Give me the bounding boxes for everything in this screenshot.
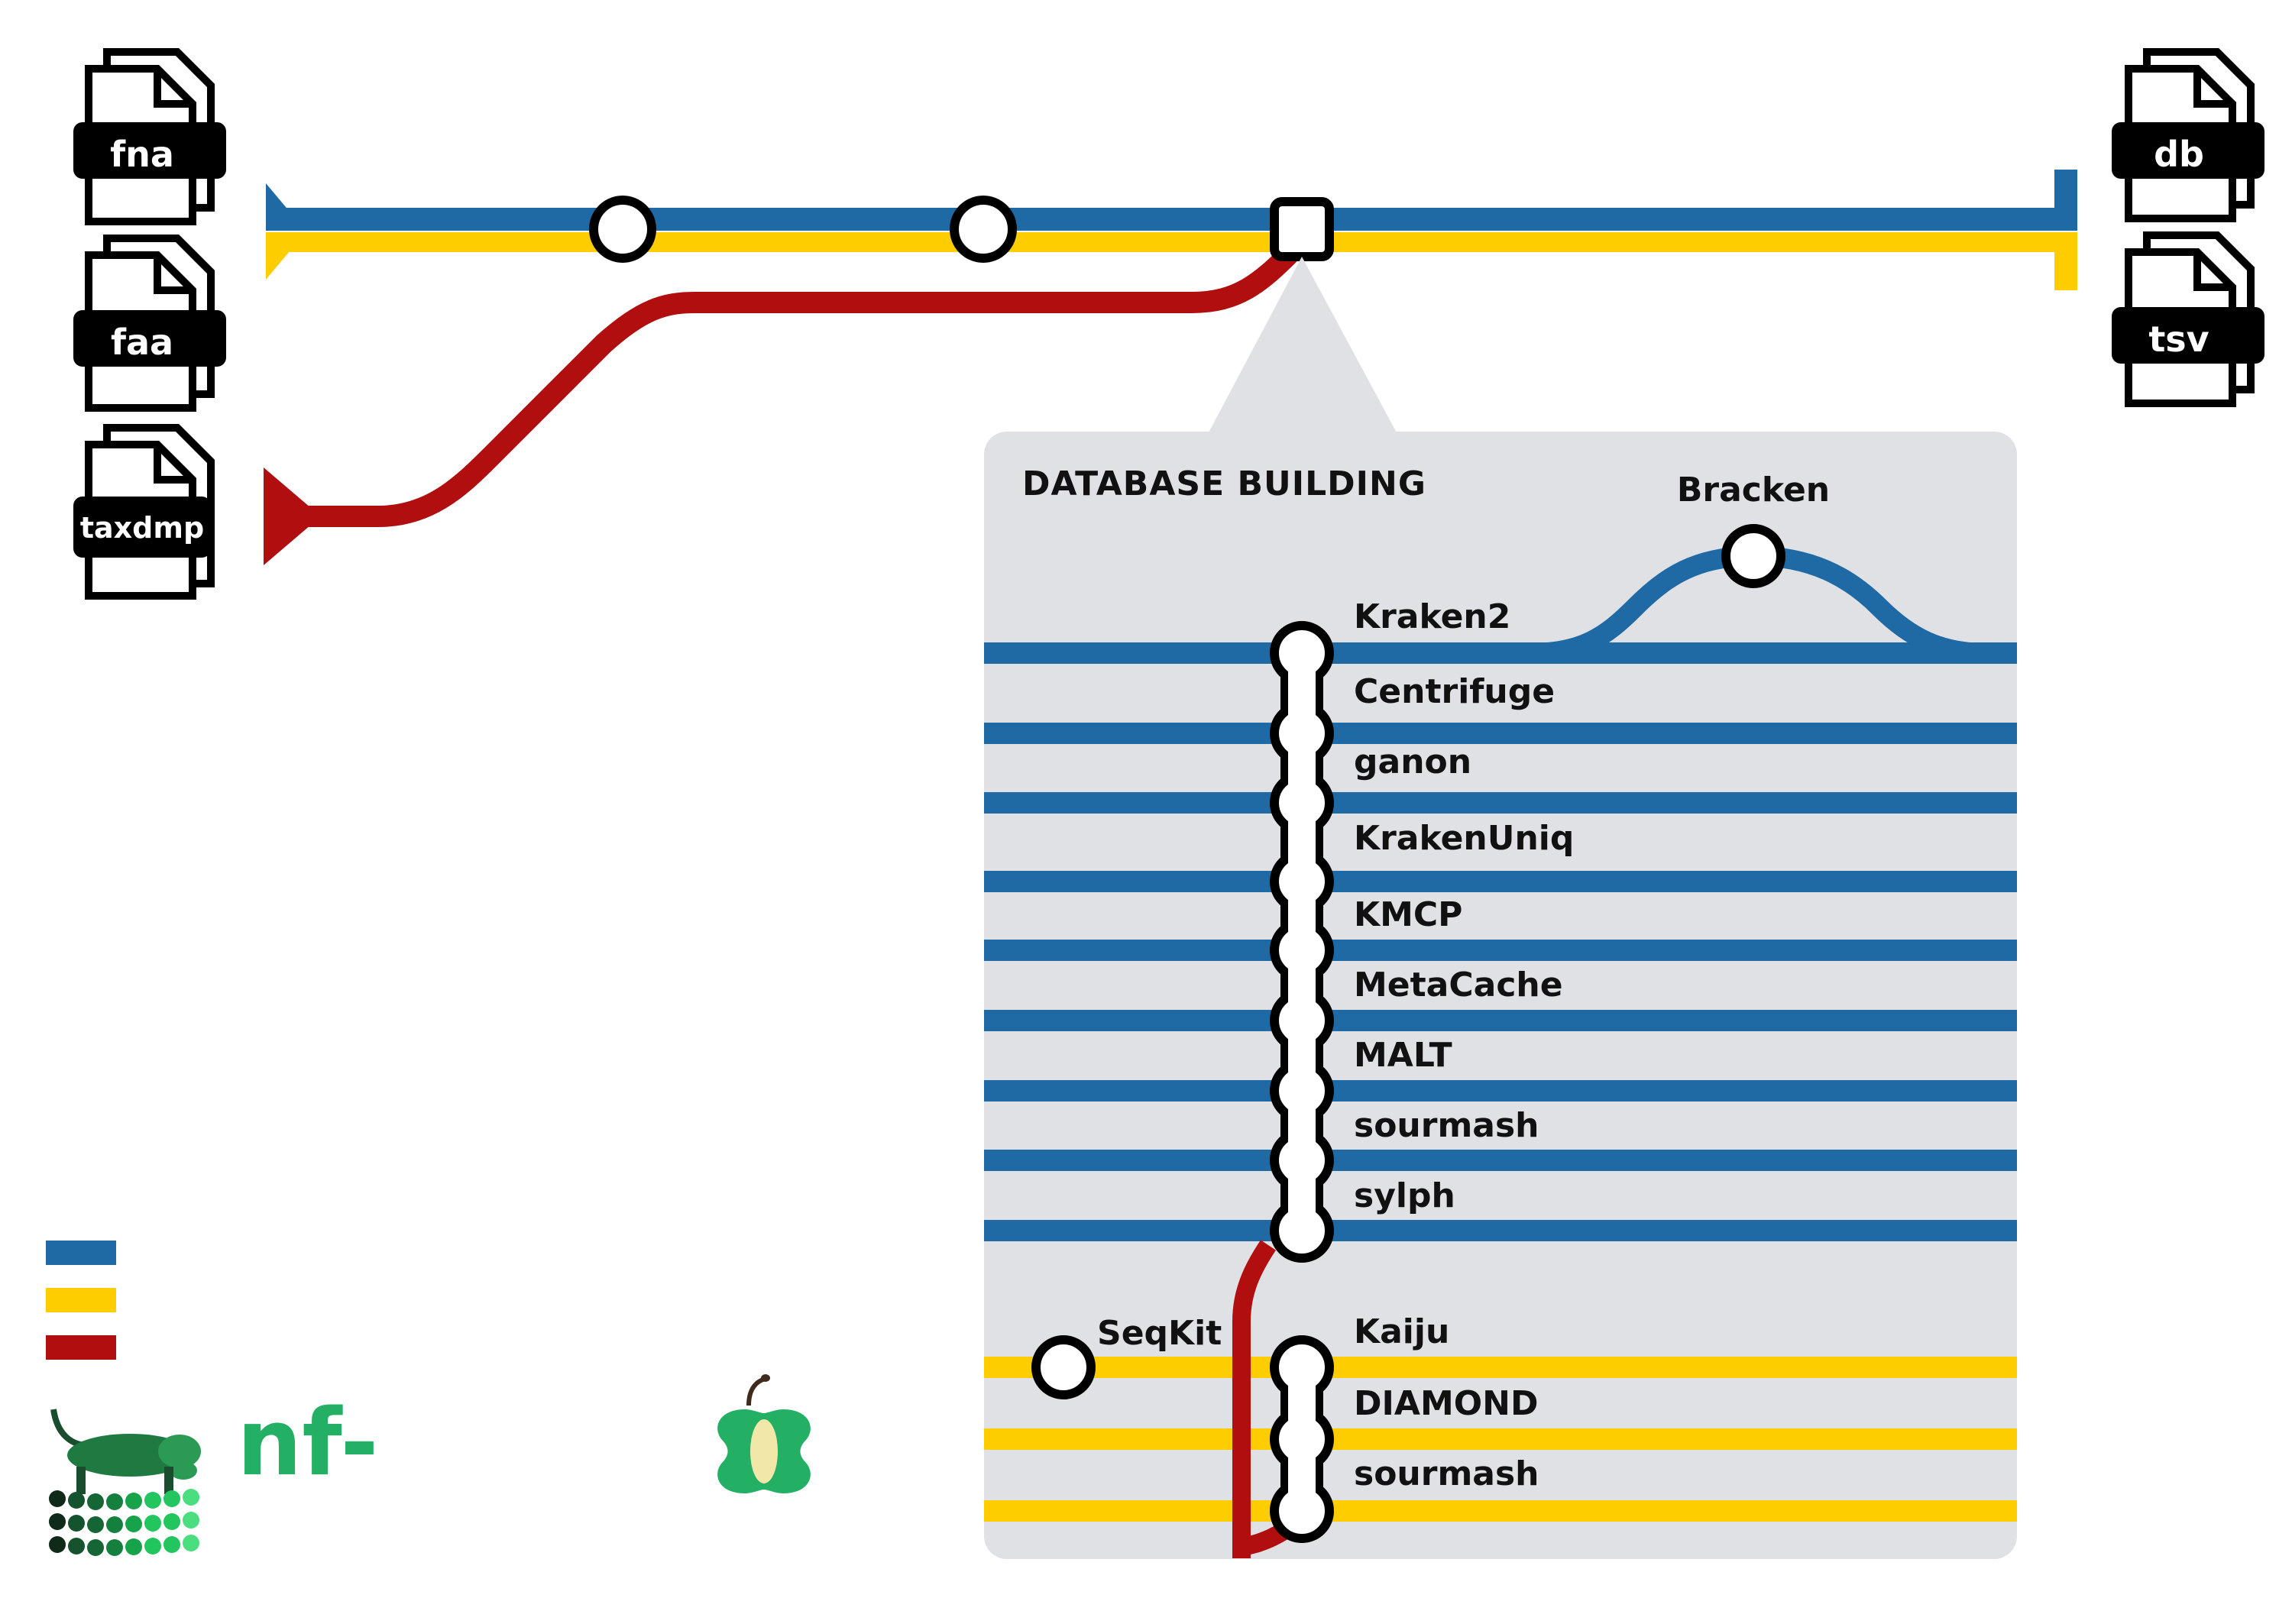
legend <box>46 1241 116 1360</box>
blue-start-cap <box>266 183 306 231</box>
protein-lines <box>984 1357 2017 1522</box>
input-file-label: taxdmp <box>80 511 204 545</box>
tool-label: MALT <box>1354 1036 1452 1075</box>
blue-line <box>984 723 2017 744</box>
output-file-label: tsv <box>2148 319 2209 360</box>
file-stack-icon: db <box>2112 48 2264 222</box>
blue-end-cap <box>2054 170 2077 231</box>
output-files: db tsv <box>2112 48 2264 407</box>
bracken-label: Bracken <box>1677 471 1830 510</box>
yellow-start-cap <box>266 232 306 280</box>
station-circle <box>1031 1335 1096 1399</box>
input-file-label: faa <box>111 322 173 363</box>
file-stack-icon: taxdmp <box>73 424 215 600</box>
blue-line <box>984 871 2017 892</box>
legend-swatch-blue <box>46 1241 116 1265</box>
tool-label: sourmash <box>1354 1454 1539 1493</box>
bead-chain-icon <box>49 1489 199 1556</box>
tool-label: MetaCache <box>1354 966 1563 1004</box>
blue-line <box>984 1010 2017 1031</box>
seqkit-label: SeqKit <box>1097 1314 1222 1353</box>
blue-line <box>984 1080 2017 1102</box>
tool-label: ganon <box>1354 742 1471 781</box>
legend-swatch-red <box>46 1335 116 1360</box>
blue-track <box>267 208 2074 231</box>
red-track <box>295 241 1302 527</box>
yellow-end-cap <box>2054 232 2077 290</box>
callout-pointer <box>1207 257 1398 435</box>
dachshund-icon <box>50 1409 201 1494</box>
tool-label: Centrifuge <box>1354 672 1555 711</box>
blue-line <box>984 940 2017 961</box>
tool-label: sylph <box>1354 1176 1455 1215</box>
blue-line <box>984 642 2017 664</box>
red-line <box>264 241 1302 565</box>
legend-swatch-yellow <box>46 1288 116 1312</box>
main-line <box>266 170 2077 290</box>
red-start-cap <box>264 467 321 565</box>
yellow-line <box>984 1428 2017 1450</box>
file-stack-icon: fna <box>73 48 226 225</box>
tool-label: sourmash <box>1354 1106 1539 1145</box>
output-file-label: db <box>2154 134 2204 175</box>
input-files: fna faa taxdmp <box>73 48 226 600</box>
station-square <box>1270 197 1334 261</box>
protein-stations <box>1270 1335 1334 1543</box>
tool-label: KrakenUniq <box>1354 819 1574 858</box>
station-circle <box>1721 524 1785 588</box>
tool-label: Kaiju <box>1354 1312 1449 1351</box>
file-stack-icon: tsv <box>2112 231 2264 407</box>
blue-line <box>984 1220 2017 1241</box>
station-circle <box>589 196 656 263</box>
section-title: DATABASE BUILDING <box>1022 464 1426 503</box>
tool-label: KMCP <box>1354 895 1462 934</box>
input-file-label: fna <box>110 134 174 175</box>
station-circle <box>950 196 1017 263</box>
nucleotide-lines <box>984 545 2017 1241</box>
file-stack-icon: faa <box>73 235 226 412</box>
nf-logo: nf- <box>49 1374 811 1556</box>
yellow-line <box>984 1357 2017 1378</box>
tool-label: DIAMOND <box>1354 1384 1538 1423</box>
apple-core-icon <box>717 1374 811 1493</box>
station-connector-fill <box>1288 657 1316 1227</box>
station-connector-fill <box>1288 1371 1316 1507</box>
blue-line <box>984 1150 2017 1171</box>
yellow-track <box>267 232 2074 252</box>
tool-label: Kraken2 <box>1354 597 1510 636</box>
blue-line <box>984 792 2017 814</box>
yellow-line <box>984 1500 2017 1522</box>
nucleotide-stations <box>1270 621 1334 1263</box>
nf-logo-text: nf- <box>237 1390 378 1496</box>
